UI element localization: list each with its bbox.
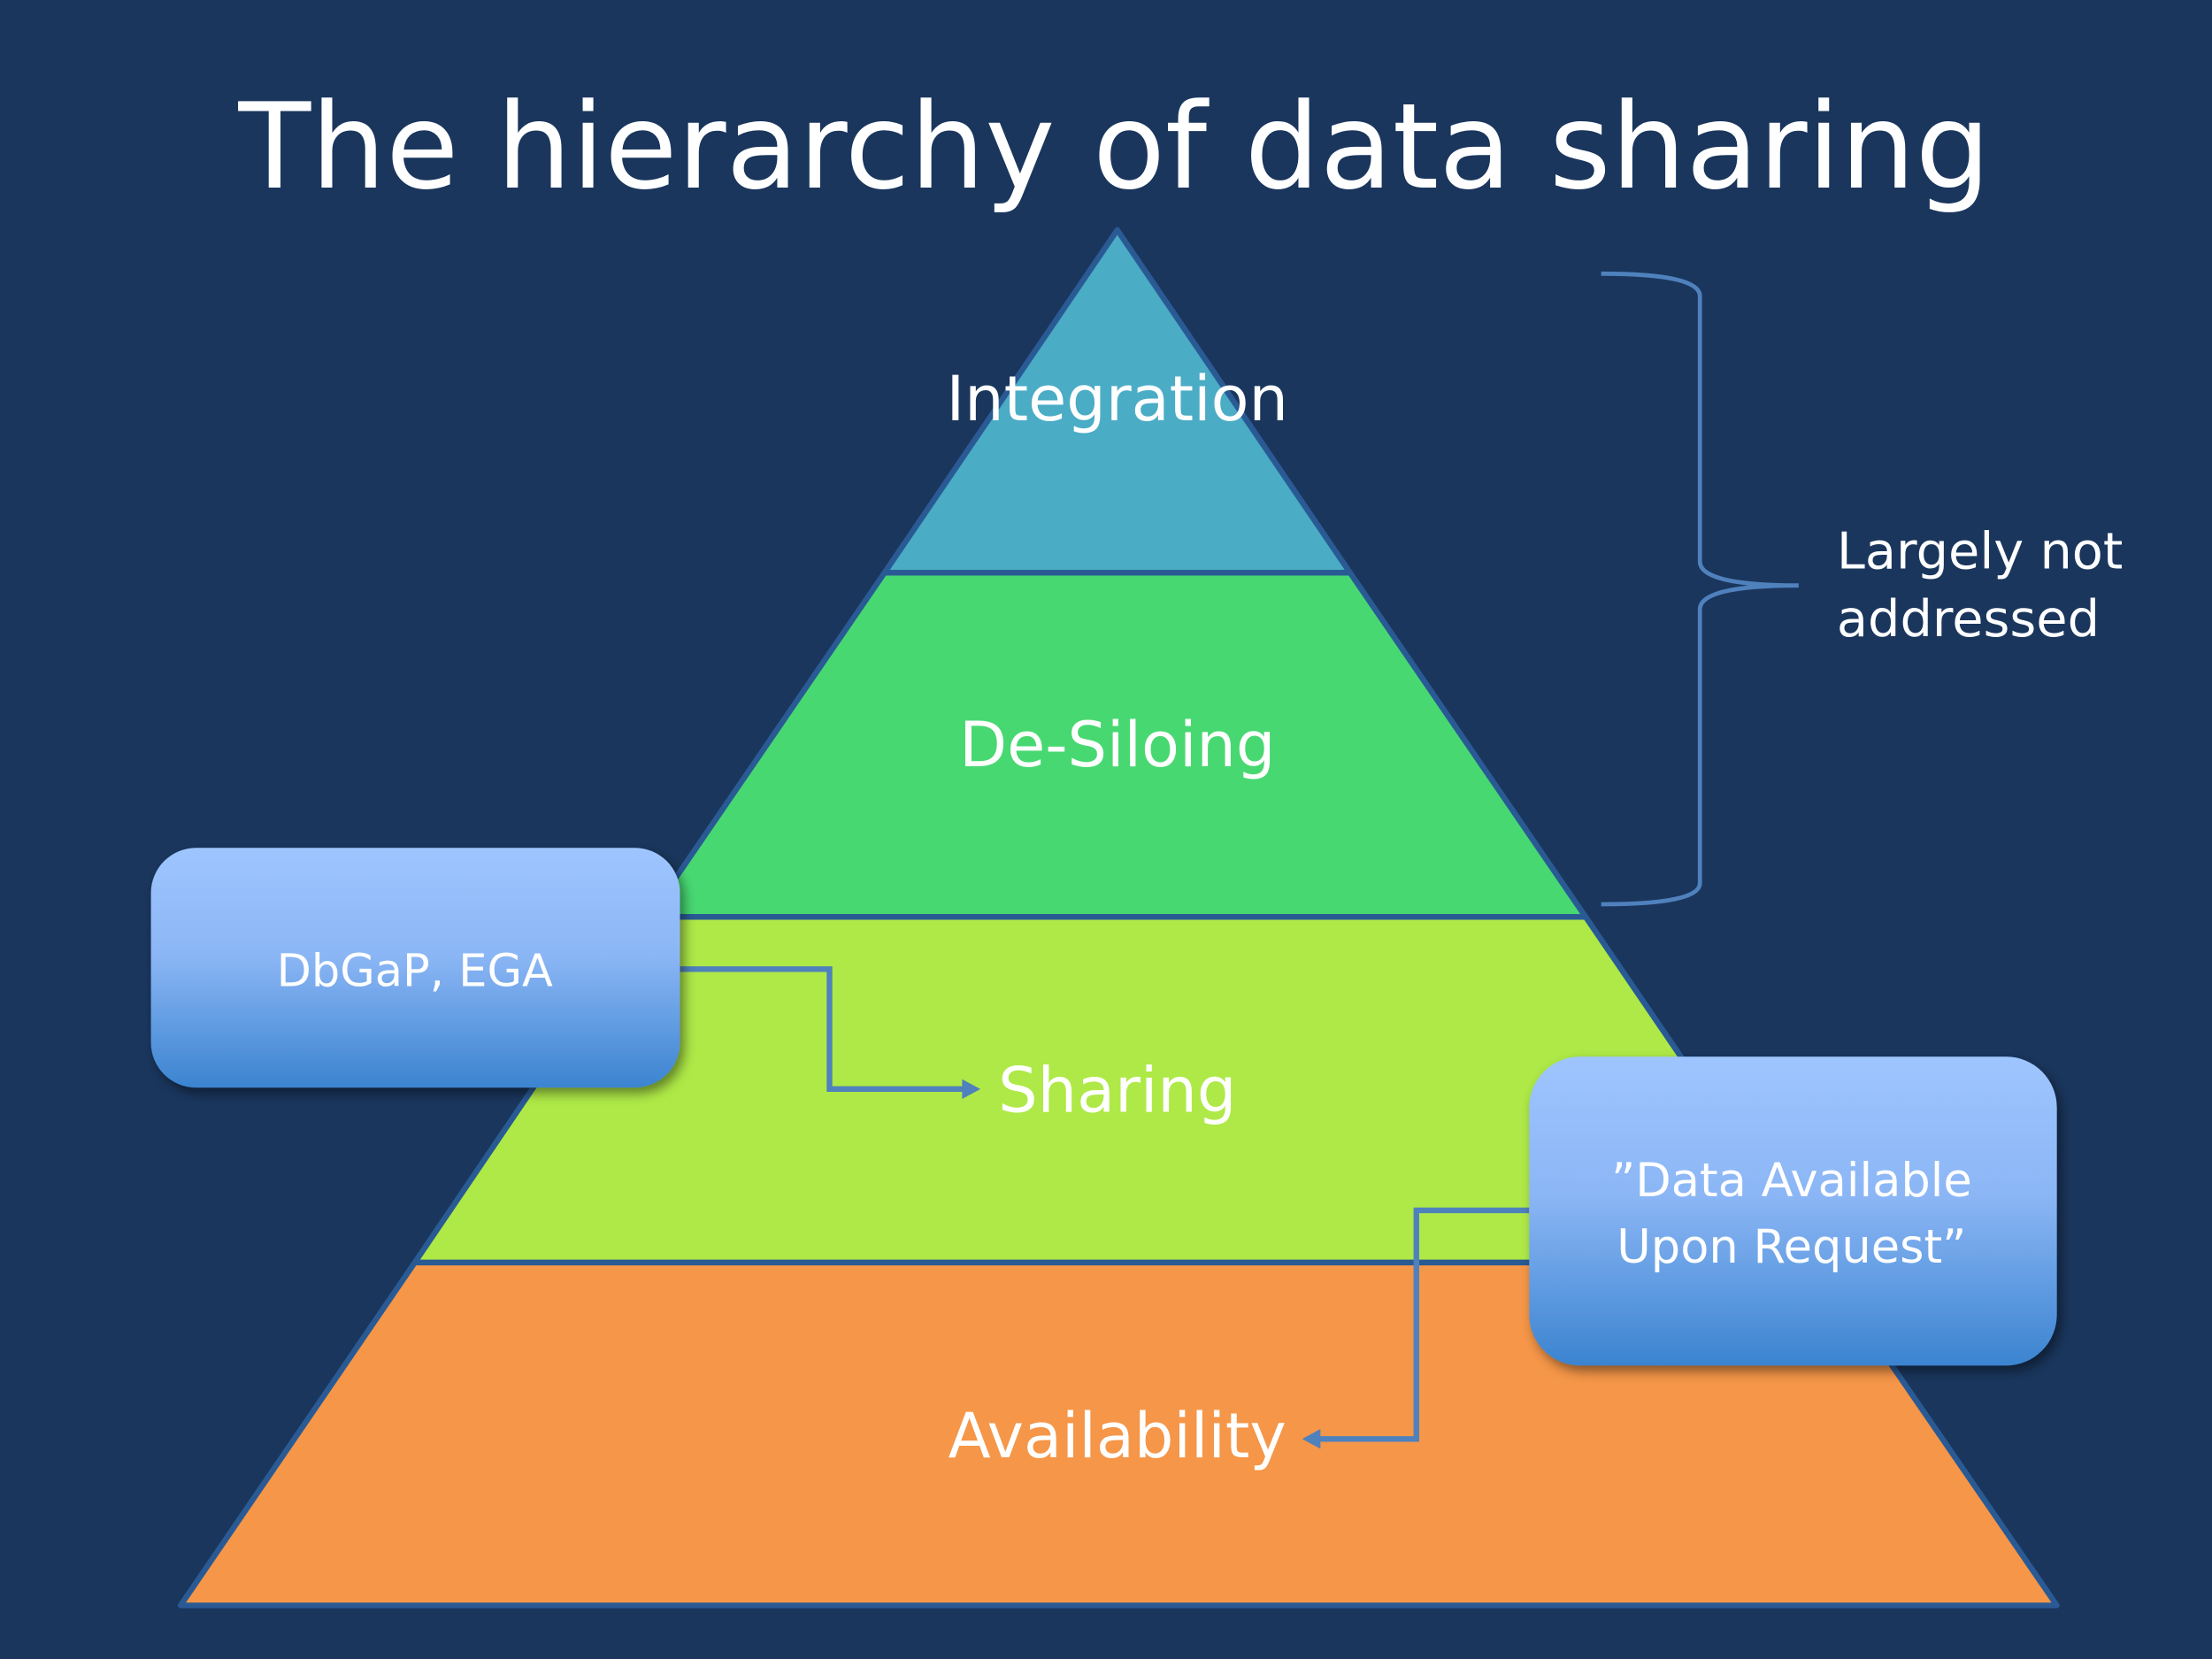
callout-right-line2: Upon Request” <box>1617 1220 1966 1274</box>
connector-left <box>680 966 981 1100</box>
arrowhead-icon <box>962 1079 981 1100</box>
brace-note-line2: addressed <box>1837 589 2100 649</box>
layer-label-integration: Integration <box>947 363 1289 435</box>
callout-box-left <box>150 848 680 1088</box>
layer-label-availability: Availability <box>949 1400 1286 1472</box>
slide-title: The hierarchy of data sharing <box>237 78 1990 216</box>
callout-box-right <box>1529 1056 2057 1366</box>
connector-right <box>1302 1207 1530 1449</box>
brace-note-line1: Largely not <box>1837 522 2124 581</box>
layer-label-sharing: Sharing <box>998 1054 1236 1126</box>
callout-left-text: DbGaP, EGA <box>277 945 553 997</box>
curly-brace <box>1601 271 1799 907</box>
arrowhead-icon <box>1302 1429 1321 1449</box>
layer-label-de-siloing: De-Siloing <box>959 709 1275 781</box>
callout-right-line1: ”Data Available <box>1611 1154 1972 1208</box>
